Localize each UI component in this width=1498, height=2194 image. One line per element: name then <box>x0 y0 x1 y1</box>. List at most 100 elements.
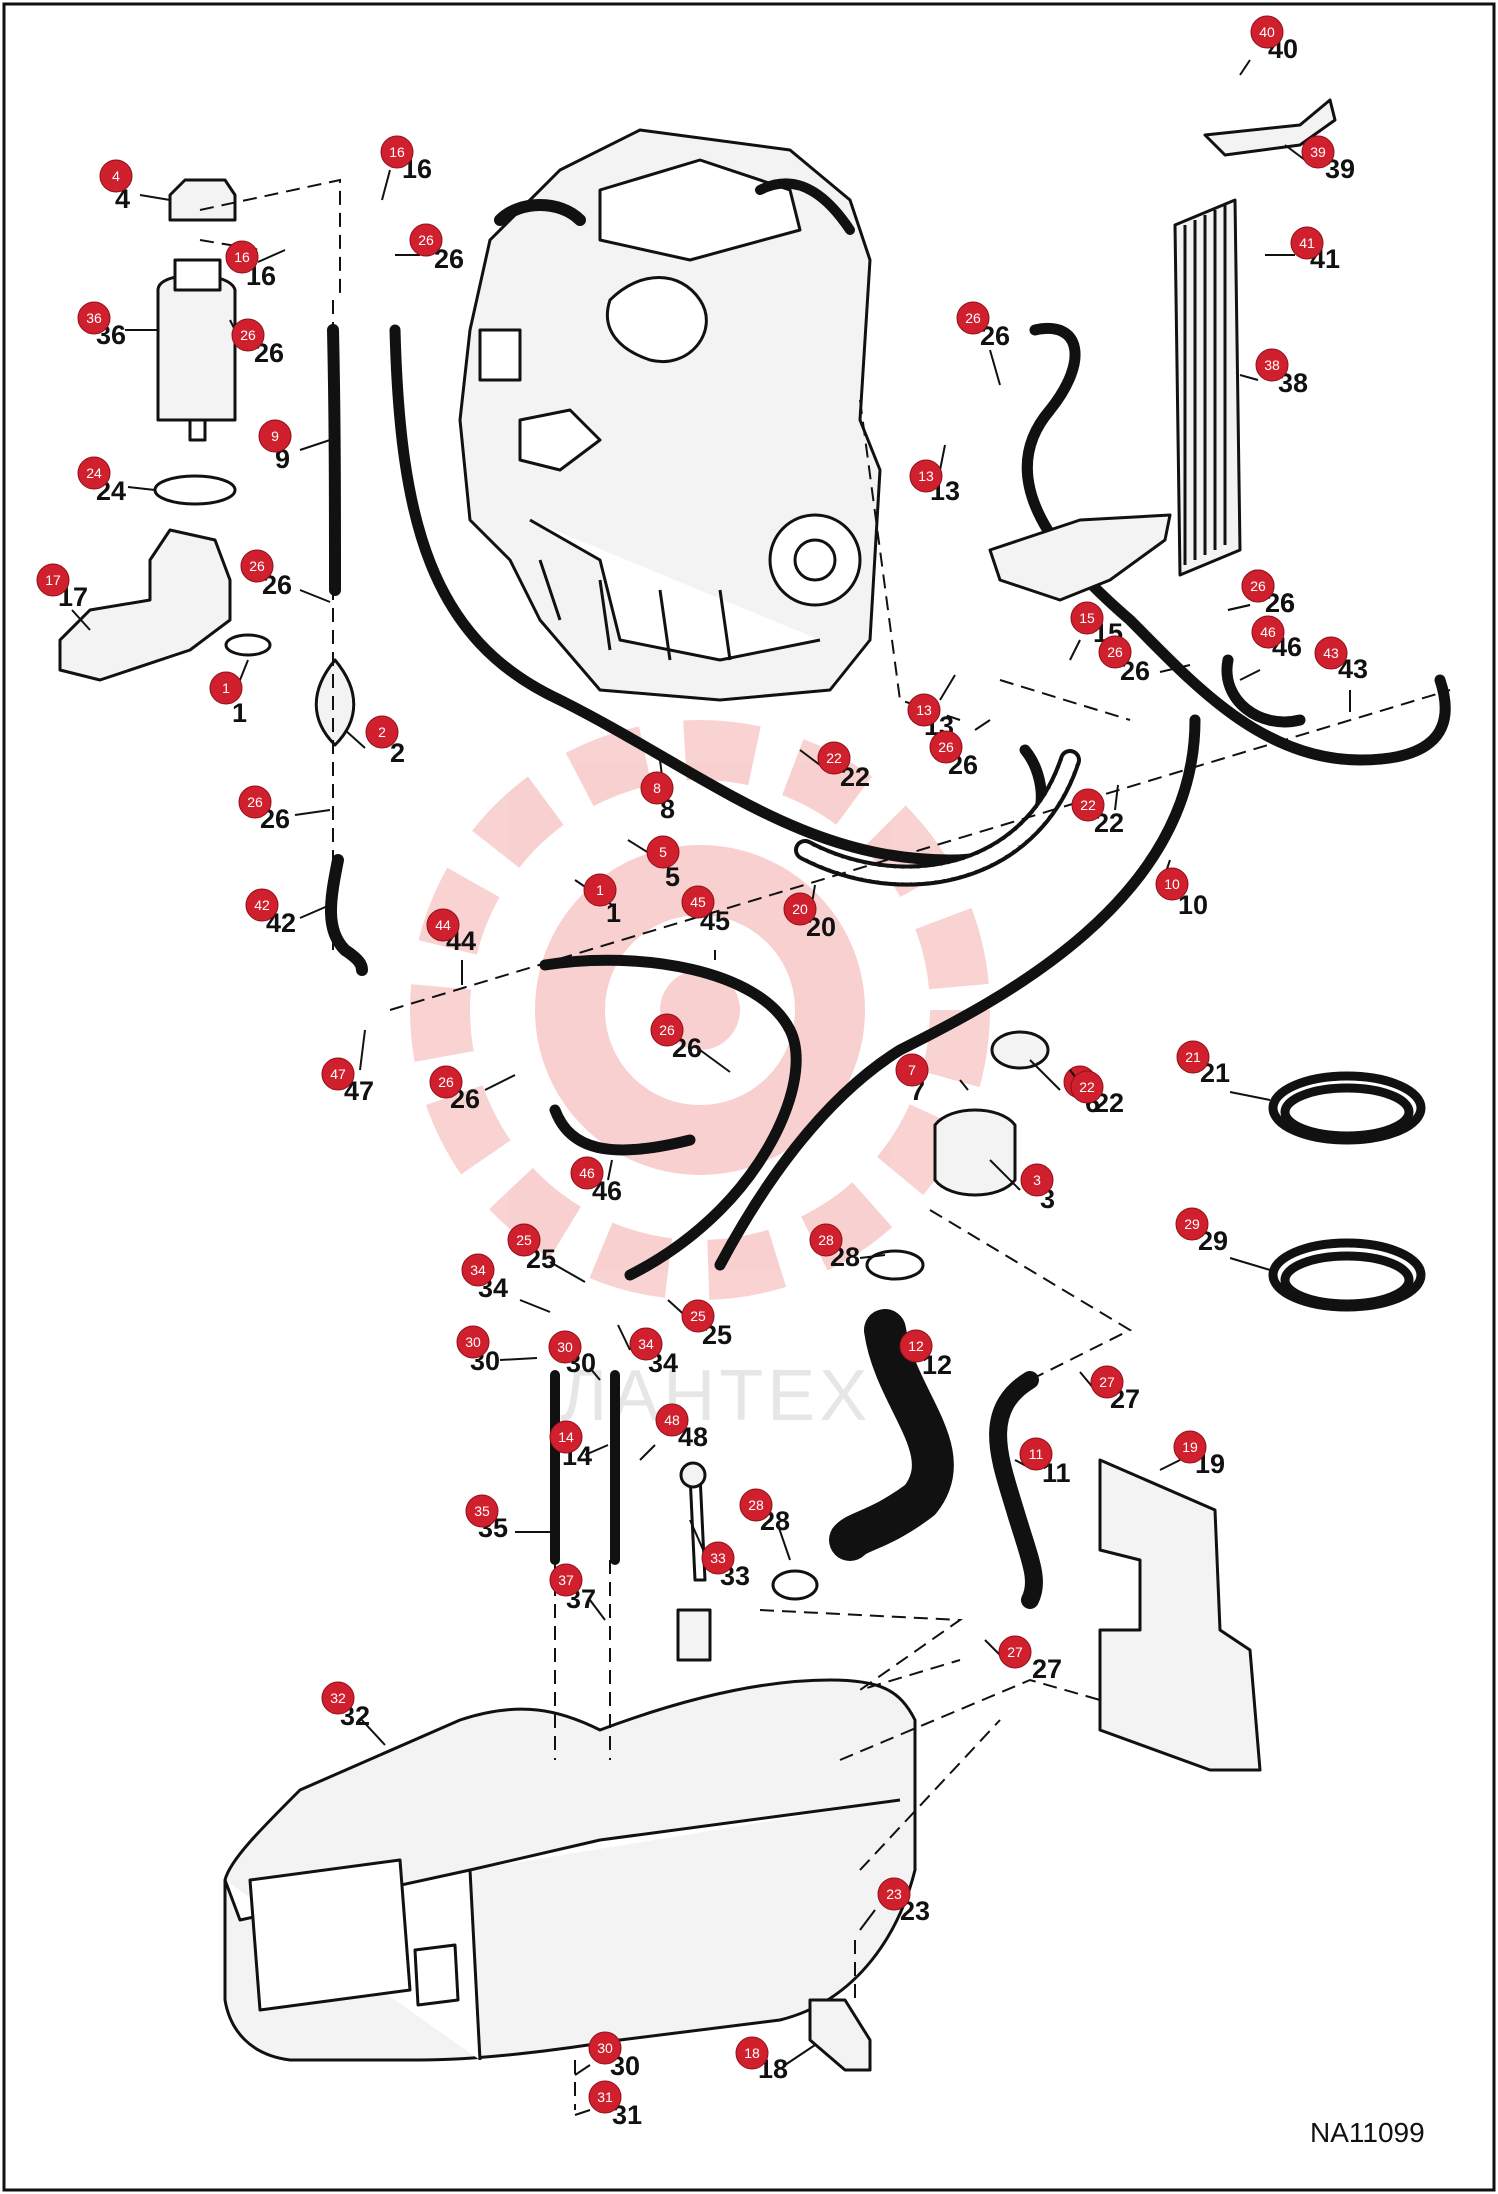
callout-9: 99 <box>258 419 331 474</box>
callout-badge <box>1301 135 1335 169</box>
callout-badge-label: 42 <box>254 897 270 913</box>
callout-leader <box>1069 639 1081 661</box>
callout-badge-label: 26 <box>418 232 434 248</box>
callout-badge-label: 2 <box>378 724 386 740</box>
callout-badge <box>1070 601 1104 635</box>
callout-badge <box>570 1156 604 1190</box>
callout-badge-label: 13 <box>918 468 934 484</box>
callout-badge <box>681 885 715 919</box>
callout-number: 27 <box>1032 1654 1062 1684</box>
engine-mount-bracket <box>988 513 1172 602</box>
callout-badge-label: 26 <box>938 739 954 755</box>
callout-badge <box>929 730 963 764</box>
callout-badge <box>321 1681 355 1715</box>
callout-3: 33 <box>989 1159 1055 1214</box>
callout-leader <box>1159 1459 1181 1471</box>
cooler-bracket <box>1203 98 1337 157</box>
callout-leader <box>549 1261 586 1283</box>
callout-badge-label: 11 <box>1029 1446 1044 1462</box>
callout-badge <box>77 301 111 335</box>
callout-badge <box>380 135 414 169</box>
callout-badge-label: 26 <box>1107 644 1123 660</box>
callout-badge-label: 26 <box>247 794 263 810</box>
callout-badge-label: 1 <box>596 882 604 898</box>
callout-leader <box>584 1444 609 1456</box>
callout-leader <box>499 1357 538 1361</box>
callout-leader <box>574 2109 591 2116</box>
callout-badge <box>895 1053 929 1087</box>
hose-45 <box>539 954 802 1281</box>
fuel-filter <box>156 178 237 442</box>
callout-leader <box>294 809 331 816</box>
callout-badge <box>409 223 443 257</box>
callout-badge-label: 3 <box>1033 1172 1041 1188</box>
callout-badge <box>817 741 851 775</box>
callout-badge-label: 14 <box>558 1429 574 1445</box>
callout-badge-label: 41 <box>1299 235 1315 251</box>
callout-badge-label: 17 <box>45 572 61 588</box>
callout-leader <box>799 749 821 766</box>
hose-clamp-28-upper <box>865 1249 925 1281</box>
callout-badge <box>1314 636 1348 670</box>
callout-badge <box>655 1403 689 1437</box>
engine <box>458 128 882 702</box>
callout-badge <box>1019 1437 1053 1471</box>
callout-badge-label: 40 <box>1259 24 1275 40</box>
callout-badge <box>549 1563 583 1597</box>
callout-badge-label: 22 <box>826 750 842 766</box>
callout-badge-label: 26 <box>240 327 256 343</box>
coiled-hose-29 <box>1268 1238 1426 1312</box>
callout-leader <box>1229 1091 1271 1101</box>
callout-number: 1 <box>606 898 621 928</box>
callout-27: 27 27 <box>984 1635 1062 1684</box>
callout-badge-label: 26 <box>1250 578 1266 594</box>
callout-badge-label: 27 <box>1007 1644 1023 1660</box>
callout-badge-label: 30 <box>557 1339 573 1355</box>
callout-leader <box>71 609 91 631</box>
callout-badge-label: 33 <box>710 1550 726 1566</box>
callout-leader <box>939 444 946 471</box>
callout-leader <box>1239 59 1251 76</box>
hose-46-lower <box>549 1104 696 1156</box>
callout-badge-label: 25 <box>690 1308 706 1324</box>
hose-12 <box>829 1309 954 1561</box>
callout-badge <box>588 2080 622 2114</box>
fuel-cap <box>990 1030 1050 1070</box>
callout-badge <box>650 1013 684 1047</box>
callout-badge <box>77 456 111 490</box>
callout-badge <box>701 1541 735 1575</box>
callout-badge <box>461 1253 495 1287</box>
drawing-id: NA11099 <box>1310 2117 1425 2148</box>
callout-leader <box>1029 1059 1061 1091</box>
callout-leader <box>1239 374 1259 381</box>
callout-badge-label: 28 <box>818 1232 834 1248</box>
callout-leader <box>777 1524 791 1561</box>
callout-badge-label: 26 <box>249 558 265 574</box>
callout-badge-label: 43 <box>1323 645 1339 661</box>
callout-7: 77 <box>895 1053 969 1106</box>
callout-badge <box>907 693 941 727</box>
tank-shield <box>1098 1458 1262 1772</box>
callout-badge-label: 30 <box>465 1334 481 1350</box>
callout-badge <box>783 892 817 926</box>
callout-badge <box>998 1635 1032 1669</box>
callout-badge <box>456 1325 490 1359</box>
callout-badge-label: 21 <box>1185 1049 1201 1065</box>
callout-leader <box>359 1029 366 1071</box>
hose-9 <box>327 324 341 596</box>
callout-1: 11 <box>574 873 621 928</box>
callout-badge <box>1155 867 1189 901</box>
